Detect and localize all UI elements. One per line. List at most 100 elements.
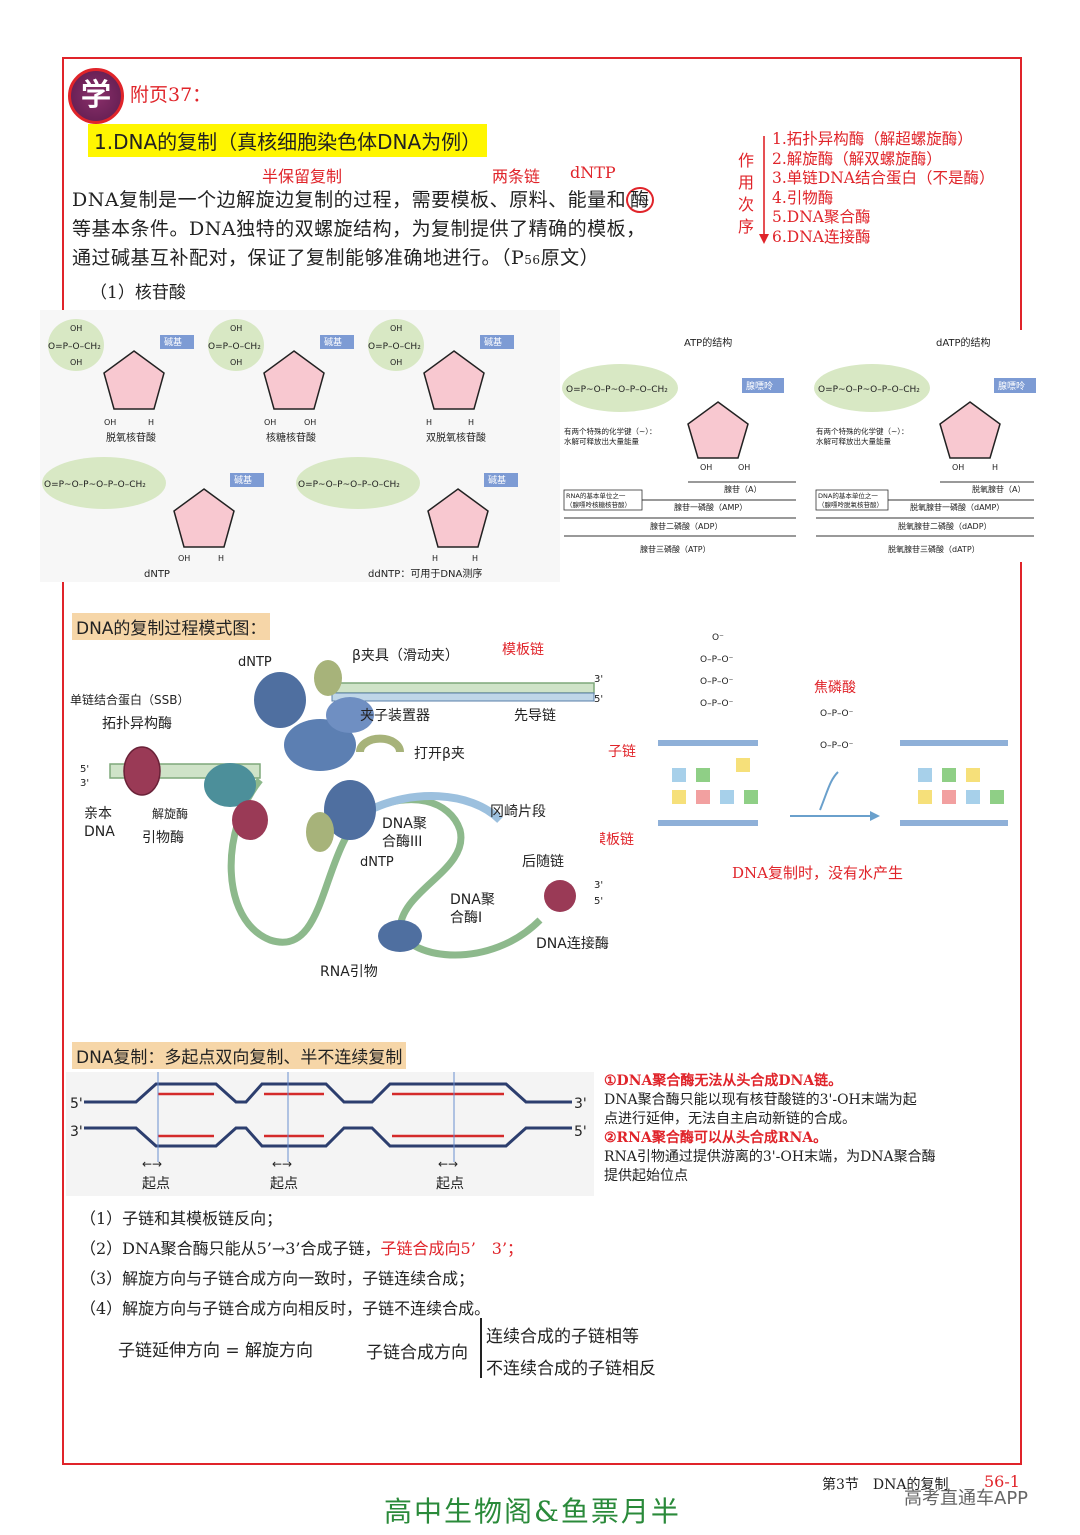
fork-label-lagging-strand: 后随链 bbox=[522, 854, 564, 870]
nucleotide-structures-figure: OH O=P–O–CH₂ OH 碱基 OH H 脱氧核苷酸 碱基 OH OH 核… bbox=[40, 310, 560, 582]
svg-text:OH: OH bbox=[700, 463, 712, 472]
svg-text:H: H bbox=[218, 554, 224, 563]
brand-footer: 高中生物阁&鱼票月半 bbox=[384, 1495, 681, 1528]
svg-text:OH: OH bbox=[304, 418, 316, 427]
svg-text:合酶I: 合酶I bbox=[450, 910, 482, 926]
svg-text:DNA的基本单位之一: DNA的基本单位之一 bbox=[818, 491, 878, 500]
enzyme-item: 4.引物酶 bbox=[772, 188, 834, 207]
svg-text:有两个特殊的化学键（~）：: 有两个特殊的化学键（~）： bbox=[816, 426, 909, 436]
svg-text:3': 3' bbox=[574, 1096, 587, 1112]
svg-text:OH: OH bbox=[264, 418, 276, 427]
svg-text:H: H bbox=[468, 418, 474, 427]
fork-label-pol3: DNA聚 bbox=[382, 816, 427, 832]
enzyme-order-list: 1.拓扑异构酶（解超螺旋酶） 2.解旋酶（解双螺旋酶） 3.单链DNA结合蛋白（… bbox=[772, 130, 994, 247]
svg-text:OH: OH bbox=[178, 554, 190, 563]
origin-label: 起点 bbox=[142, 1176, 170, 1192]
fork-label-open-beta: 打开β夹 bbox=[414, 745, 465, 762]
svg-text:（腺嘌呤脱氧核苷酸）: （腺嘌呤脱氧核苷酸） bbox=[818, 500, 883, 509]
svg-text:←→: ←→ bbox=[142, 1157, 162, 1171]
svg-text:5': 5' bbox=[574, 1124, 587, 1140]
svg-text:3': 3' bbox=[70, 1124, 83, 1140]
label-daughter-strand: 子链 bbox=[608, 744, 636, 760]
svg-text:O–P–O⁻: O–P–O⁻ bbox=[820, 709, 854, 719]
summary-discontinuous: 不连续合成的子链相反 bbox=[486, 1359, 656, 1379]
svg-text:O–P–O⁻: O–P–O⁻ bbox=[700, 699, 734, 709]
down-arrow-icon bbox=[759, 136, 769, 244]
svg-text:腺苷三磷酸（ATP）: 腺苷三磷酸（ATP） bbox=[640, 544, 711, 554]
svg-text:←→: ←→ bbox=[438, 1157, 458, 1171]
svg-text:有两个特殊的化学键（~）：: 有两个特殊的化学键（~）： bbox=[564, 426, 657, 436]
origin-label: 起点 bbox=[436, 1176, 464, 1192]
svg-text:水解可释放出大量能量: 水解可释放出大量能量 bbox=[816, 436, 891, 446]
replication-rules: （1）子链和其模板链反向； （2）DNA聚合酶只能从5’→3’合成子链，子链合成… bbox=[80, 1204, 780, 1324]
svg-text:O=P~O–P~O–P–O–CH₂: O=P~O–P~O–P–O–CH₂ bbox=[818, 385, 920, 395]
svg-text:O–P–O⁻: O–P–O⁻ bbox=[700, 655, 734, 665]
svg-text:H: H bbox=[432, 554, 438, 563]
svg-text:（腺嘌呤核糖核苷酸）: （腺嘌呤核糖核苷酸） bbox=[566, 500, 631, 509]
svg-text:碱基: 碱基 bbox=[484, 336, 502, 348]
nucleotide-heading: （1）核苷酸 bbox=[90, 283, 186, 303]
svg-text:脱氧腺苷三磷酸（dATP）: 脱氧腺苷三磷酸（dATP） bbox=[888, 544, 980, 554]
origins-heading: DNA复制：多起点双向复制、半不连续复制 bbox=[72, 1042, 407, 1069]
svg-text:5': 5' bbox=[70, 1096, 83, 1112]
fork-label-leading-strand: 先导链 bbox=[514, 708, 556, 724]
svg-text:H: H bbox=[472, 554, 478, 563]
fork-label-dntp-top: dNTP bbox=[238, 655, 272, 670]
datp-structure: dATP的结构 O=P~O–P~O–P–O–CH₂ 腺嘌呤 OH H 有两个特殊… bbox=[814, 336, 1036, 554]
svg-text:H: H bbox=[992, 463, 998, 472]
annotation-two-strands: 两条链 bbox=[492, 167, 541, 186]
fork-label-ligase: DNA连接酶 bbox=[536, 935, 609, 952]
svg-text:腺苷一磷酸（AMP）: 腺苷一磷酸（AMP） bbox=[674, 502, 747, 512]
svg-text:H: H bbox=[148, 418, 154, 427]
svg-text:合酶III: 合酶III bbox=[382, 834, 422, 850]
svg-text:O⁻: O⁻ bbox=[712, 633, 724, 643]
label-pyrophosphate: 焦磷酸 bbox=[814, 680, 856, 696]
svg-text:dATP的结构: dATP的结构 bbox=[936, 336, 991, 349]
fork-label-helicase: 解旋酶 bbox=[152, 806, 188, 821]
summary-continuous: 连续合成的子链相等 bbox=[486, 1327, 639, 1347]
enzyme-order-side-label: 作 用 次 序 bbox=[738, 151, 755, 236]
section-title: 1.DNA的复制（真核细胞染色体DNA为例） bbox=[88, 124, 488, 157]
svg-text:OH: OH bbox=[738, 463, 750, 472]
svg-text:ATP的结构: ATP的结构 bbox=[684, 336, 732, 349]
svg-text:5': 5' bbox=[594, 896, 603, 907]
fork-label-parent: 亲本 bbox=[84, 806, 112, 822]
svg-text:脱氧腺苷（A）: 脱氧腺苷（A） bbox=[972, 484, 1025, 494]
svg-text:碱基: 碱基 bbox=[164, 336, 182, 348]
no-water-note: DNA复制时，没有水产生 bbox=[732, 864, 903, 882]
annotation-dntp: dNTP bbox=[570, 163, 616, 182]
svg-text:腺苷二磷酸（ADP）: 腺苷二磷酸（ADP） bbox=[650, 521, 722, 531]
atp-datp-figure: ATP的结构 O=P~O–P~O–P–O–CH₂ 腺嘌呤 OH OH 有两个特殊… bbox=[560, 330, 1038, 562]
polymerase-notes: ①DNA聚合酶无法从头合成DNA链。 DNA聚合酶只能以现有核苷酸链的3'-OH… bbox=[604, 1073, 936, 1184]
fork-label-template-strand: 模板链 bbox=[502, 642, 544, 658]
svg-text:腺嘌呤: 腺嘌呤 bbox=[746, 380, 773, 392]
svg-text:O=P~O–P~O–P–O–CH₂: O=P~O–P~O–P–O–CH₂ bbox=[566, 385, 668, 395]
nucleotide-addition-figure: O⁻ O–P–O⁻ O–P–O⁻ O–P–O⁻ 焦磷酸 O–P–O⁻ O–P–O… bbox=[600, 633, 1008, 848]
svg-text:O=P~O–P~O–P–O–CH₂: O=P~O–P~O–P–O–CH₂ bbox=[298, 480, 400, 490]
page-reference: 附页37： bbox=[130, 84, 212, 106]
svg-text:碱基: 碱基 bbox=[488, 474, 506, 486]
summary-extension-direction: 子链延伸方向 = 解旋方向 bbox=[118, 1341, 314, 1361]
fork-label-topoisomerase: 拓扑异构酶 bbox=[102, 716, 172, 732]
svg-text:←→: ←→ bbox=[272, 1157, 292, 1171]
enzyme-item: 1.拓扑异构酶（解超螺旋酶） bbox=[772, 130, 973, 148]
fork-label-clamp-loader: 夹子装置器 bbox=[360, 708, 430, 724]
svg-text:RNA的基本单位之一: RNA的基本单位之一 bbox=[566, 491, 626, 500]
svg-text:H: H bbox=[426, 418, 432, 427]
label-dntp: dNTP bbox=[144, 569, 170, 580]
footer-page-number: 56-1 bbox=[984, 1472, 1020, 1491]
atp-structure: ATP的结构 O=P~O–P~O–P–O–CH₂ 腺嘌呤 OH OH 有两个特殊… bbox=[562, 336, 796, 554]
circled-enzyme: 酶 bbox=[626, 187, 654, 213]
enzyme-item: 2.解旋酶（解双螺旋酶） bbox=[772, 149, 942, 168]
svg-text:碱基: 碱基 bbox=[234, 474, 252, 486]
label-dideoxynucleotide: 双脱氧核苷酸 bbox=[426, 431, 486, 444]
enzyme-item: 3.单链DNA结合蛋白（不是酶） bbox=[772, 169, 995, 187]
rule-4: （4）解旋方向与子链合成方向相反时，子链不连续合成。 bbox=[80, 1299, 491, 1318]
svg-text:3': 3' bbox=[80, 778, 89, 789]
fork-label-ssb: 单链结合蛋白（SSB） bbox=[70, 692, 189, 707]
label-ribonucleotide: 核糖核苷酸 bbox=[266, 431, 316, 444]
fork-label-pol1: DNA聚 bbox=[450, 892, 495, 908]
enzyme-item: 6.DNA连接酶 bbox=[772, 227, 871, 246]
svg-text:5': 5' bbox=[80, 764, 89, 775]
svg-text:碱基: 碱基 bbox=[324, 336, 342, 348]
